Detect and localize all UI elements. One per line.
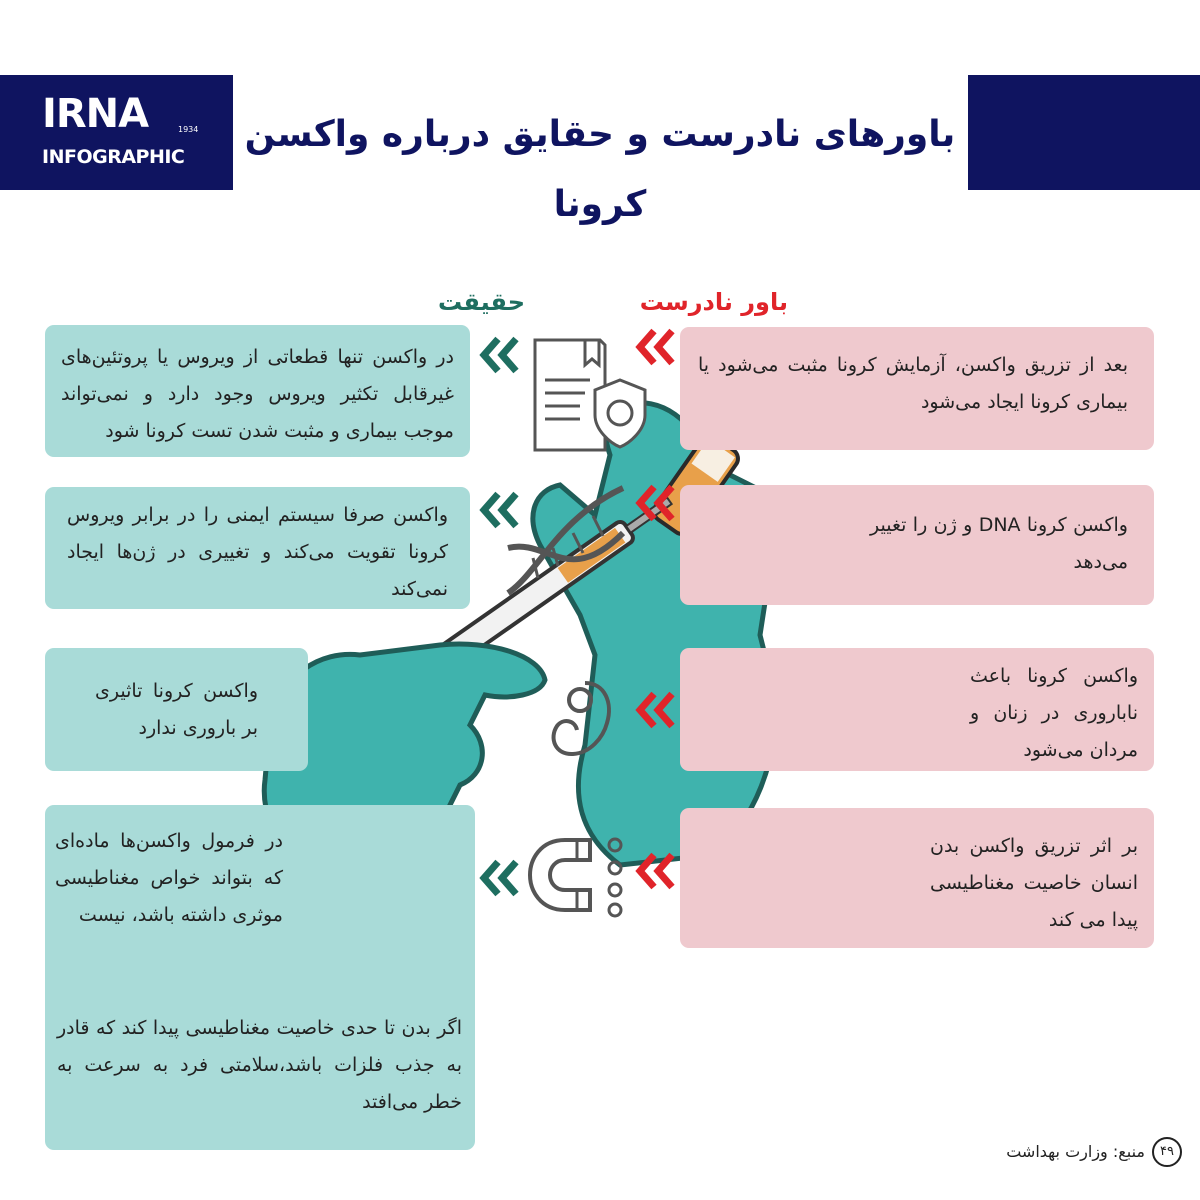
dna-icon xyxy=(506,485,626,596)
myth-box-2: واکسن کرونا DNA و ژن را تغییر می‌دهد xyxy=(680,485,1154,605)
fact-text-2: واکسن صرفا سیستم ایمنی را در برابر ویروس… xyxy=(67,504,448,600)
source-credit: منبع: وزارت بهداشت xyxy=(1006,1142,1145,1161)
magnet-icon xyxy=(527,837,623,918)
myth-chevron-icon xyxy=(635,691,675,729)
myth-text-3: واکسن کرونا باعث ناباروری در زنان و مردا… xyxy=(970,665,1138,761)
myth-text-1: بعد از تزریق واکسن، آزمایش کرونا مثبت می… xyxy=(698,354,1128,413)
fact-text-4-extra: اگر بدن تا حدی خاصیت مغناطیسی پیدا کند ک… xyxy=(57,1017,462,1113)
myth-box-1: بعد از تزریق واکسن، آزمایش کرونا مثبت می… xyxy=(680,327,1154,450)
header-logo-panel xyxy=(0,75,233,190)
myth-box-4: بر اثر تزریق واکسن بدن انسان خاصیت مغناط… xyxy=(680,808,1154,948)
fact-box-2: واکسن صرفا سیستم ایمنی را در برابر ویروس… xyxy=(45,487,470,609)
myth-column-heading: باور نادرست xyxy=(639,288,788,316)
right-glove xyxy=(530,400,780,868)
fact-text-3: واکسن کرونا تاثیری بر باروری ندارد xyxy=(95,680,258,739)
myth-chevron-icon xyxy=(635,852,675,890)
irna-logo-subtitle: INFOGRAPHIC xyxy=(42,146,185,168)
fact-column-heading: حقیقت xyxy=(437,288,525,316)
fact-text-1: در واکسن تنها قطعاتی از ویروس یا پروتئین… xyxy=(61,346,454,442)
irna-logo-year: 1934 xyxy=(178,125,199,134)
irna-logo-text: IRNA xyxy=(42,91,149,137)
fact-chevron-icon xyxy=(479,859,519,897)
fact-chevron-icon xyxy=(479,336,519,374)
myth-text-2: واکسن کرونا DNA و ژن را تغییر می‌دهد xyxy=(870,514,1128,573)
page-number-badge: ۴۹ xyxy=(1152,1137,1182,1167)
virus-shield-document-icon xyxy=(533,338,647,452)
page-title: باورهای نادرست و حقایق درباره واکسن کرون… xyxy=(244,114,956,225)
myth-box-3: واکسن کرونا باعث ناباروری در زنان و مردا… xyxy=(680,648,1154,771)
fact-box-3: واکسن کرونا تاثیری بر باروری ندارد xyxy=(45,648,308,771)
fact-box-1: در واکسن تنها قطعاتی از ویروس یا پروتئین… xyxy=(45,325,470,457)
fact-text-4: در فرمول واکسن‌ها ماده‌ای که بتواند خواص… xyxy=(55,830,283,926)
myth-text-4: بر اثر تزریق واکسن بدن انسان خاصیت مغناط… xyxy=(930,835,1138,931)
fact-chevron-icon xyxy=(479,491,519,529)
fact-box-4: در فرمول واکسن‌ها ماده‌ای که بتواند خواص… xyxy=(45,805,475,1150)
myth-chevron-icon xyxy=(635,484,675,522)
myth-chevron-icon xyxy=(635,328,675,366)
header-right-panel xyxy=(968,75,1200,190)
fetus-icon xyxy=(551,681,611,756)
